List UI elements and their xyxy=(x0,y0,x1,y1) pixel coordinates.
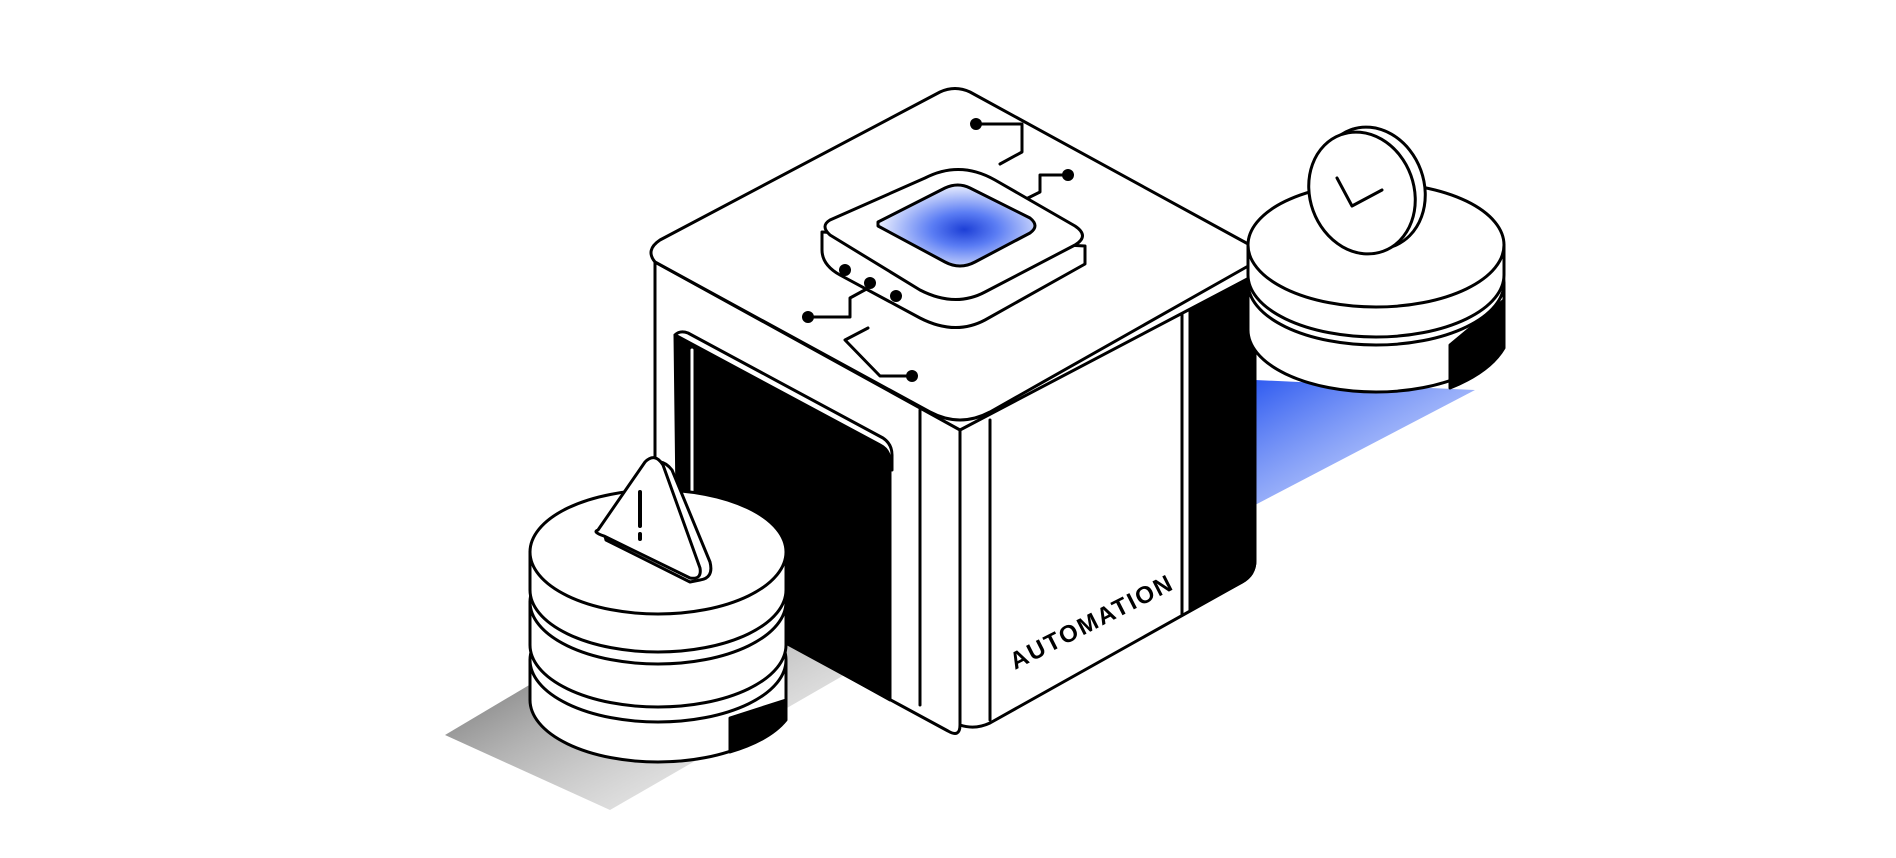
automation-machine: AUTOMATION xyxy=(649,87,1259,735)
circuit-nodes xyxy=(802,118,1074,382)
chip-pins xyxy=(839,264,902,302)
warning-triangle-icon xyxy=(594,456,713,584)
machine-tunnel-frame xyxy=(673,330,894,472)
circuit-traces xyxy=(806,122,1070,378)
checkmark-clock-icon xyxy=(1307,125,1427,256)
output-stack xyxy=(1246,125,1506,394)
input-disc-bottom-band xyxy=(728,698,788,754)
chip-screen xyxy=(876,183,1037,268)
output-disc-bottom-band xyxy=(1448,298,1506,390)
output-glow xyxy=(1255,380,1475,505)
chip-icon xyxy=(820,168,1087,330)
machine-right-stripe xyxy=(1188,273,1257,612)
input-stack xyxy=(528,456,788,764)
